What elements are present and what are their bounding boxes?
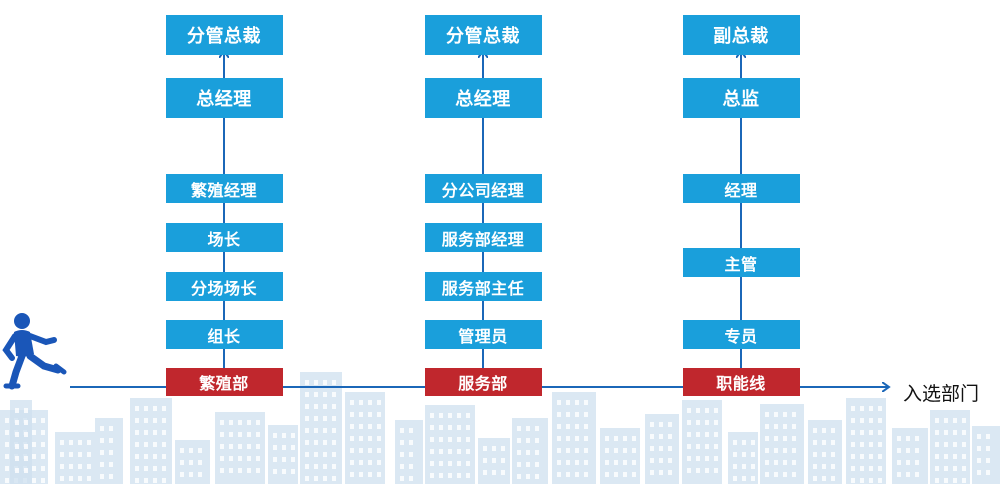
rank-box: 管理员 [424, 320, 542, 349]
rank-box: 服务部经理 [424, 223, 542, 252]
rank-box: 分公司经理 [424, 174, 542, 203]
rank-box: 场长 [165, 223, 283, 252]
department-box: 职能线 [682, 368, 800, 396]
executive-box: 分管总裁 [424, 15, 542, 55]
department-box: 繁殖部 [165, 368, 283, 396]
rank-box: 主管 [682, 248, 800, 277]
rank-box: 繁殖经理 [165, 174, 283, 203]
rank-box: 分场场长 [165, 272, 283, 301]
rank-box: 专员 [682, 320, 800, 349]
rank-box: 组长 [165, 320, 283, 349]
rank-box: 服务部主任 [424, 272, 542, 301]
executive-box: 总经理 [424, 78, 542, 118]
runner-icon [2, 313, 67, 390]
executive-box: 分管总裁 [165, 15, 283, 55]
executive-box: 总监 [682, 78, 800, 118]
axis-label: 入选部门 [903, 383, 980, 405]
executive-box: 副总裁 [682, 15, 800, 55]
department-box: 服务部 [424, 368, 542, 396]
rank-box: 经理 [682, 174, 800, 203]
executive-box: 总经理 [165, 78, 283, 118]
